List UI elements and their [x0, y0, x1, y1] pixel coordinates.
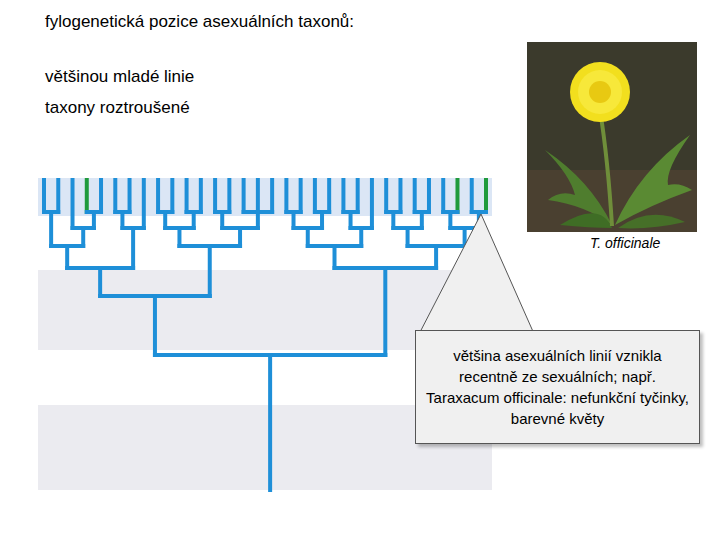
tree-branch [42, 180, 46, 212]
tree-branch [270, 180, 274, 212]
tree-branch [320, 212, 324, 228]
tree-branch [383, 268, 387, 355]
tree-branch [238, 228, 242, 246]
tree-branch [448, 212, 452, 228]
tree-branch [156, 180, 160, 212]
tree-branch [213, 180, 217, 212]
leaf [545, 150, 612, 225]
tree-branch [92, 212, 96, 228]
tree-branch [192, 212, 196, 228]
tree-branch [65, 246, 69, 268]
tree-branch [391, 212, 395, 228]
slide-title: fylogenetická pozice asexuálních taxonů: [45, 12, 354, 32]
tree-branch [208, 246, 212, 296]
tree-branch [327, 180, 331, 212]
tree-branch [384, 180, 388, 212]
tree-branch [199, 180, 203, 212]
tree-branch [356, 180, 360, 212]
callout-box: většina asexuálních linií vznikla recent… [415, 330, 700, 444]
leaf [615, 135, 692, 225]
flower-center [589, 81, 611, 103]
tree-branch [413, 180, 417, 212]
tree-branch [170, 180, 174, 212]
tree-branch [341, 180, 345, 212]
tree-branch [99, 180, 103, 212]
tree-branch [163, 212, 167, 228]
tree-branch [484, 180, 488, 212]
tree-branch [434, 246, 438, 268]
tree-branch [256, 180, 260, 212]
tree-branch [242, 180, 246, 212]
tree-branch [306, 228, 310, 246]
tree-branch [153, 296, 157, 355]
stem [600, 110, 612, 226]
tree-branch [177, 228, 181, 246]
tree-branch [113, 180, 117, 212]
tree-branch [128, 180, 132, 212]
callout-text: většina asexuálních linií vznikla recent… [426, 345, 689, 429]
tree-branch [49, 212, 53, 246]
tree-branch [359, 228, 363, 246]
photo-caption: T. officinale [590, 235, 660, 251]
tree-branch [71, 180, 75, 228]
tree-branch [227, 180, 231, 212]
callout-pointer [418, 214, 535, 336]
tree-branch [256, 212, 260, 228]
note-text: taxony roztroušené [45, 98, 190, 118]
tree-branch [398, 180, 402, 212]
tree-branch [370, 180, 374, 228]
tree-branch [406, 228, 410, 246]
tree-branch [131, 228, 135, 268]
leaf [618, 215, 685, 229]
tree-branch [299, 180, 303, 212]
tree-branch [268, 355, 272, 490]
flower [578, 70, 622, 114]
note-text: většinou mladé linie [45, 67, 194, 87]
tree-branch [142, 180, 146, 228]
tree-branch [220, 212, 224, 228]
tree-branch [56, 180, 60, 212]
tree-branch [98, 268, 102, 296]
photo-ground [527, 42, 697, 232]
tree-branch [349, 212, 353, 228]
tip-band [38, 178, 492, 216]
tree-branch [455, 180, 459, 212]
tree-branch [85, 180, 89, 212]
tree-branch [470, 180, 474, 212]
leaf [560, 213, 612, 228]
tree-branch [420, 212, 424, 228]
tree-branch [292, 212, 296, 228]
tree-branch [120, 212, 124, 228]
tree-branch [284, 180, 288, 212]
tree-branch [441, 180, 445, 212]
tree-branch [81, 228, 85, 246]
tree-branch [333, 246, 337, 268]
tree-branch [185, 180, 189, 212]
tree-branch [427, 180, 431, 212]
tree-branch [313, 180, 317, 212]
flower [570, 62, 630, 122]
